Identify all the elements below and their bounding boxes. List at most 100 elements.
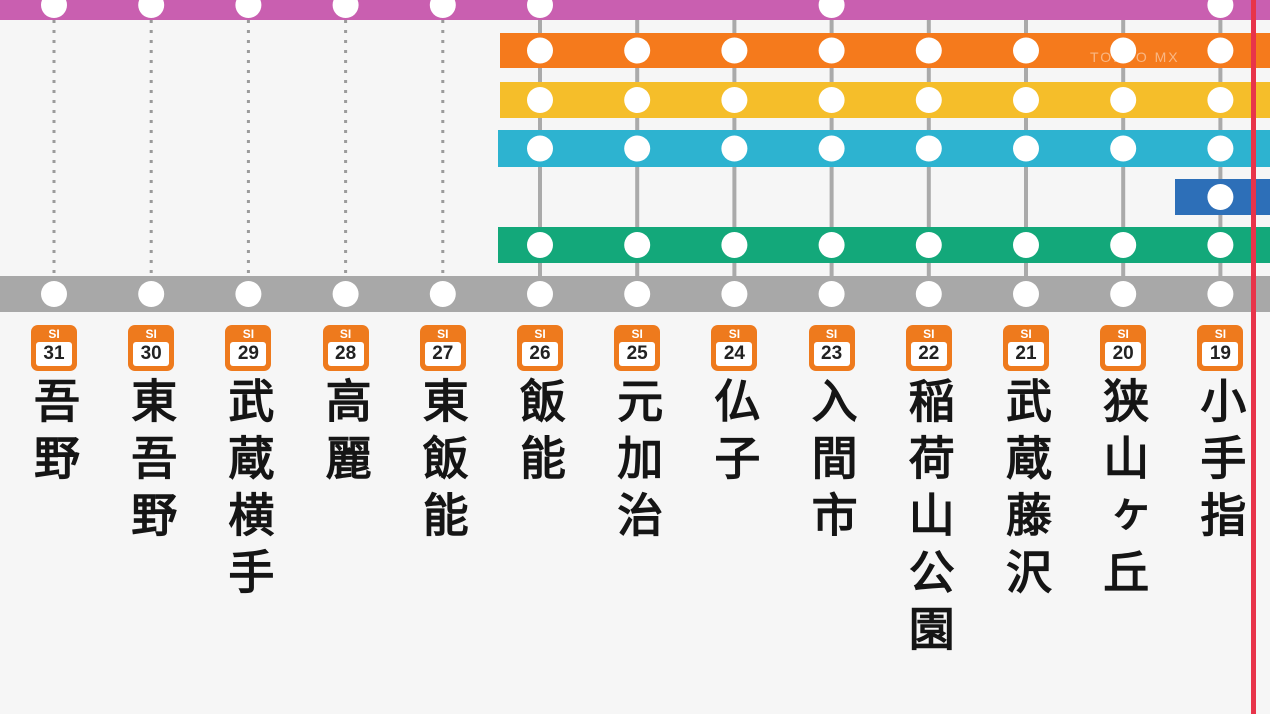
- station-dot: [1013, 281, 1039, 307]
- station-dot: [527, 232, 553, 258]
- station-dot: [235, 281, 262, 307]
- station-dot: [915, 232, 942, 258]
- station-dot: [1110, 135, 1137, 162]
- station-dot: [915, 87, 942, 113]
- station-dot: [138, 281, 165, 307]
- station-dot: [41, 281, 67, 307]
- station-number: 30: [133, 342, 170, 366]
- station-dot: [527, 281, 553, 307]
- station-name: 吾野: [27, 377, 81, 491]
- line-code: SI: [145, 327, 157, 341]
- station-name: 狭山ヶ丘: [1096, 377, 1151, 605]
- station-dot: [721, 281, 748, 307]
- line-code: SI: [631, 327, 643, 341]
- station-dot: [1207, 0, 1234, 18]
- station-dot: [1110, 37, 1137, 64]
- station-dot: [624, 87, 651, 113]
- station-dot: [1207, 281, 1234, 307]
- station-dot: [527, 37, 553, 64]
- station-dot: [818, 135, 845, 162]
- station-name: 飯能: [513, 377, 567, 491]
- station-number: 27: [424, 342, 461, 366]
- station-dot: [1207, 37, 1234, 64]
- station-number: 31: [36, 342, 72, 366]
- station-number: 23: [813, 342, 850, 366]
- station-dot: [138, 0, 165, 18]
- station-dot: [818, 232, 845, 258]
- station-number: 29: [230, 342, 267, 366]
- station-dot: [818, 87, 845, 113]
- station-dot: [527, 0, 553, 18]
- station-dot: [1110, 232, 1137, 258]
- line-code: SI: [48, 327, 60, 341]
- station-dot: [1207, 184, 1234, 210]
- line-code: SI: [1020, 327, 1032, 341]
- station-number: 19: [1202, 342, 1239, 366]
- station-dot: [1207, 135, 1234, 162]
- station-name: 東飯能: [415, 377, 470, 548]
- station-dot: [1013, 135, 1039, 162]
- station-dot: [915, 37, 942, 64]
- station-number: 22: [910, 342, 947, 366]
- station-dot: [915, 281, 942, 307]
- station-dot: [527, 135, 553, 162]
- yellow-line-band: [500, 82, 1270, 118]
- station-dot: [1013, 232, 1039, 258]
- station-name: 武蔵横手: [221, 377, 276, 605]
- station-name: 仏子: [707, 377, 762, 491]
- line-code: SI: [437, 327, 449, 341]
- station-dot: [818, 0, 845, 18]
- line-code: SI: [825, 327, 838, 341]
- station-dot: [1110, 281, 1137, 307]
- broadcaster-watermark: TOKYO MX: [1090, 49, 1180, 65]
- station-dot: [1207, 232, 1234, 258]
- station-number: 21: [1008, 342, 1044, 366]
- station-dot: [915, 135, 942, 162]
- station-dot: [624, 135, 651, 162]
- line-code: SI: [728, 327, 741, 341]
- station-name: 元加治: [610, 377, 665, 548]
- station-name: 入間市: [804, 377, 859, 548]
- station-dot: [332, 281, 359, 307]
- station-dot: [818, 281, 845, 307]
- station-dot: [1013, 87, 1039, 113]
- station-dot: [1013, 37, 1039, 64]
- station-name: 武蔵藤沢: [999, 377, 1053, 605]
- station-number: 28: [327, 342, 364, 366]
- station-dot: [429, 281, 456, 307]
- station-number: 24: [716, 342, 753, 366]
- line-code: SI: [242, 327, 255, 341]
- station-dot: [624, 232, 651, 258]
- station-dot: [721, 135, 748, 162]
- station-number: 26: [522, 342, 558, 366]
- station-dot: [1110, 87, 1137, 113]
- station-dot: [721, 232, 748, 258]
- station-dot: [41, 0, 67, 18]
- cyan-line-band: [498, 130, 1270, 167]
- station-name: 東吾野: [124, 377, 179, 548]
- station-dot: [527, 87, 553, 113]
- station-name: 高麗: [318, 377, 373, 491]
